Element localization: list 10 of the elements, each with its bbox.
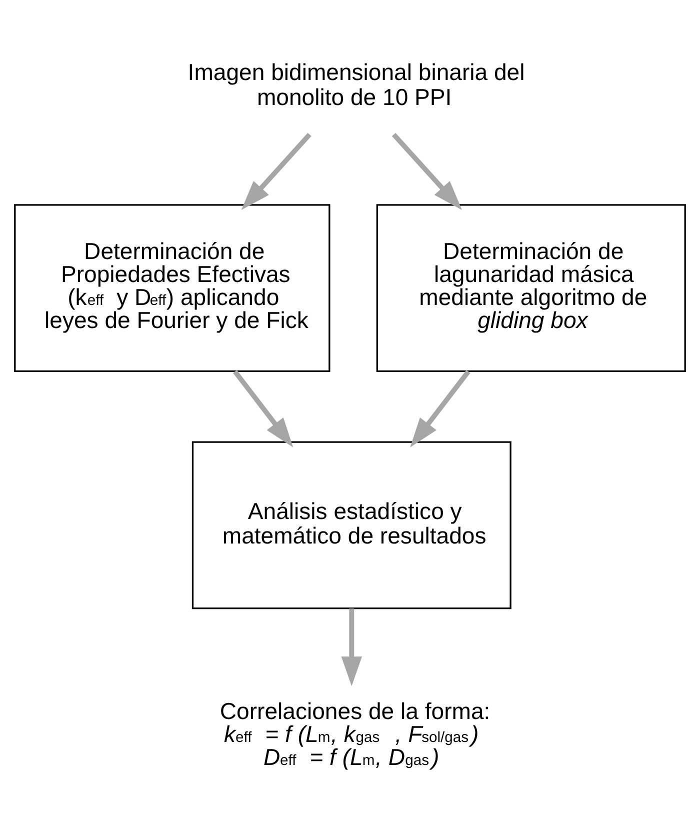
node-box: Análisis estadístico y matemático de resultados: [192, 440, 512, 609]
node-box: Determinación de lagunaridad másica mediante algoritmo de gliding box: [376, 204, 686, 372]
arrow: [341, 608, 362, 686]
arrow: [392, 132, 462, 210]
node-text: Imagen bidimensional binaria del monolito de 10 PPI: [188, 58, 525, 110]
node-text: Correlaciones de la forma: keff = f (Lm, kgas , Fsol/gas) Deff = f (Lm, Dgas): [220, 697, 490, 770]
arrow: [232, 369, 294, 447]
arrow: [410, 369, 470, 447]
node-box: Determinación de Propiedades Efectivas (keff y Deff) aplicando leyes de Fourier y de Fick: [14, 204, 330, 372]
arrow: [241, 132, 312, 210]
